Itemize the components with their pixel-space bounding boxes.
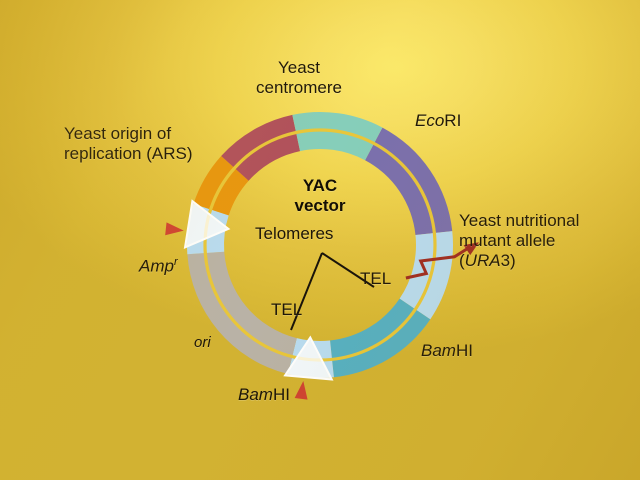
telomere-leader-lines — [290, 252, 375, 331]
label-ori: ori — [194, 334, 211, 351]
ring-segment-ars — [292, 111, 383, 161]
leader-line-right — [321, 252, 375, 288]
restriction-site-bamhi-left — [165, 222, 184, 236]
ring-midline — [203, 128, 437, 362]
label-bamhi-left-italic: Bam — [238, 385, 273, 404]
label-bamhi-left: BamHI — [238, 385, 290, 405]
label-ecori-site: EcoRI — [415, 111, 461, 131]
label-telomeres: Telomeres — [255, 224, 334, 243]
leader-line-left — [290, 252, 323, 331]
restriction-site-ecori-zigzag — [405, 246, 470, 280]
label-bamhi-right-italic: Bam — [421, 341, 456, 360]
label-yeast-origin-ars: Yeast origin of replication (ARS) — [64, 124, 193, 163]
label-yeast-centromere: Yeast centromere — [256, 58, 342, 97]
label-tel-right: TEL — [360, 269, 392, 288]
restriction-site-bamhi-right — [294, 380, 308, 400]
label-ura3-line2: mutant allele — [459, 230, 556, 250]
label-ura3-roman: 3) — [500, 250, 516, 270]
ring-segment-yeast-centromere — [365, 127, 453, 235]
label-amp-text: Amp — [139, 256, 174, 276]
center-title-line2: vector — [294, 195, 346, 215]
telomere-marker-tel-left-triangle — [183, 199, 231, 249]
ring-segment-ecori-linker — [399, 231, 453, 320]
label-ecori-roman: RI — [444, 111, 462, 130]
label-ecori-italic: Eco — [415, 111, 445, 130]
telomere-markers — [183, 199, 334, 381]
label-ura3-open: ( — [459, 250, 465, 270]
label-ura3-italic: URA — [464, 250, 501, 270]
label-bamhi-right: BamHI — [421, 341, 473, 361]
ring-segment-ura3 — [330, 298, 431, 378]
telomere-marker-tel-right-triangle — [283, 335, 334, 381]
label-amp-superscript: r — [173, 256, 178, 268]
label-bamhi-left-roman: HI — [272, 385, 290, 404]
ring-segment-stuffer — [187, 251, 297, 375]
label-amp-resistance: Ampr — [139, 256, 178, 277]
restriction-site-ecori-arrowhead — [463, 242, 479, 256]
label-tel-left: TEL — [271, 300, 303, 319]
label-ura3-line1: Yeast nutritional — [459, 211, 580, 230]
center-title-line1: YAC — [302, 176, 338, 195]
ring-segments — [186, 111, 453, 378]
label-bamhi-right-roman: HI — [455, 341, 473, 360]
restriction-sites — [165, 222, 479, 400]
ring-midline-circle — [203, 128, 437, 362]
